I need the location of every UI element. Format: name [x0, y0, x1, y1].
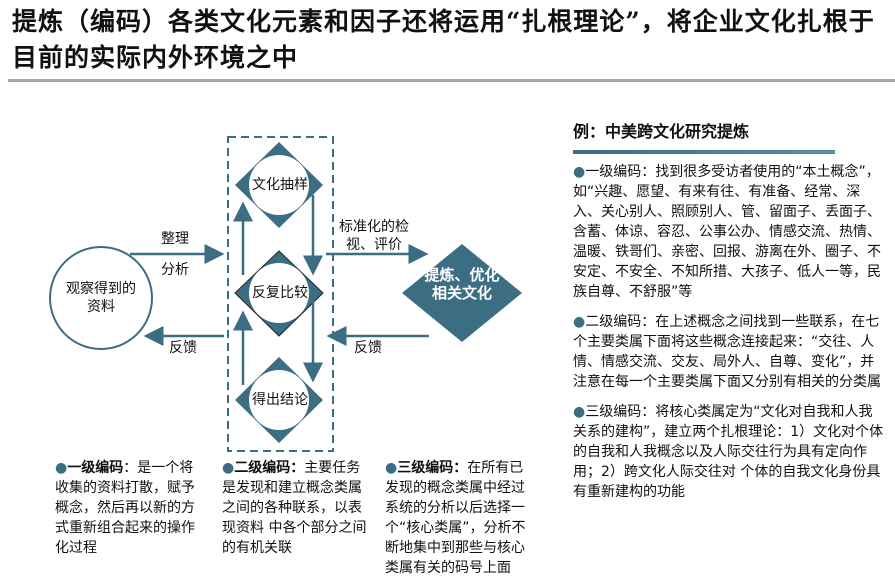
level1-note: ●一级编码：是一个将收集的资料打散，赋予概念，然后再以新的方式重新组合起来的操作… — [55, 458, 207, 558]
result-label: 提炼、优化相关文化 — [424, 266, 500, 302]
panel-item: ●一级编码：找到很多受访者使用的“本土概念”，如“兴趣、愿望、有来有往、有准备、… — [573, 162, 885, 302]
node-sampling-shape — [235, 142, 323, 228]
node-compare-label: 反复比较 — [252, 285, 308, 301]
level2-heading: 二级编码： — [234, 460, 305, 476]
bullet-icon: ● — [573, 404, 586, 420]
panel-item-text: 三级编码：将核心类属定为“文化对自我和人我关系的建构”，建立两个扎根理论：1）文… — [573, 404, 884, 500]
feedback-left-label: 反馈 — [169, 340, 197, 356]
panel-divider — [573, 150, 835, 154]
level1-text: ：是一个将收集的资料打散，赋予概念，然后再以新的方式重新组合起来的操作化过程 — [55, 460, 195, 556]
panel-item-text: 二级编码：在上述概念之间找到一些联系，在七个主要类属下面将这些概念连接起来：“交… — [573, 314, 881, 390]
process-dashed-box — [227, 136, 334, 452]
analyze-label: 分析 — [161, 262, 189, 278]
bullet-icon: ● — [573, 314, 586, 330]
review-label: 标准化的检视、评价 — [339, 219, 409, 253]
feedback-right-label: 反馈 — [354, 340, 382, 356]
example-panel: 例：中美跨文化研究提炼 ●一级编码：找到很多受访者使用的“本土概念”，如“兴趣、… — [573, 120, 885, 512]
level3-text: 在所有已发现的概念类属中经过系统的分析以后选择一个“核心类属”，分析不断地集中到… — [385, 460, 526, 576]
level3-note: ●三级编码：在所有已发现的概念类属中经过系统的分析以后选择一个“核心类属”，分析… — [385, 458, 537, 578]
panel-item-text: 一级编码：找到很多受访者使用的“本土概念”，如“兴趣、愿望、有来有往、有准备、经… — [573, 164, 881, 300]
node-sampling-label: 文化抽样 — [252, 177, 308, 193]
panel-item: ●二级编码：在上述概念之间找到一些联系，在七个主要类属下面将这些概念连接起来：“… — [573, 312, 885, 392]
bullet-icon: ● — [222, 460, 235, 476]
level2-note: ●二级编码：主要任务是发现和建立概念类属之间的各种联系，以表现资料 中各个部分之… — [222, 458, 374, 558]
observe-circle — [49, 246, 153, 350]
node-compare-shape — [234, 250, 324, 337]
level1-heading: 一级编码 — [67, 460, 124, 476]
panel-title: 例：中美跨文化研究提炼 — [573, 122, 750, 141]
bullet-icon: ● — [385, 460, 398, 476]
panel-item: ●三级编码：将核心类属定为“文化对自我和人我关系的建构”，建立两个扎根理论：1）… — [573, 402, 885, 502]
level3-heading: 三级编码： — [397, 460, 468, 476]
observe-label: 观察得到的资料 — [66, 281, 136, 315]
bullet-icon: ● — [55, 460, 68, 476]
level2-text: 主要任务是发现和建立概念类属之间的各种联系，以表现资料 中各个部分之间的有机关联 — [222, 460, 367, 556]
page-title: 提炼（编码）各类文化元素和因子还将运用“扎根理论”，将企业文化扎根于目前的实际内… — [12, 7, 875, 72]
result-diamond — [402, 244, 522, 342]
organize-label: 整理 — [161, 231, 189, 247]
node-conclusion-shape — [235, 357, 323, 443]
node-conclusion-label: 得出结论 — [252, 392, 308, 408]
bullet-icon: ● — [573, 164, 586, 180]
title-divider — [8, 79, 895, 82]
